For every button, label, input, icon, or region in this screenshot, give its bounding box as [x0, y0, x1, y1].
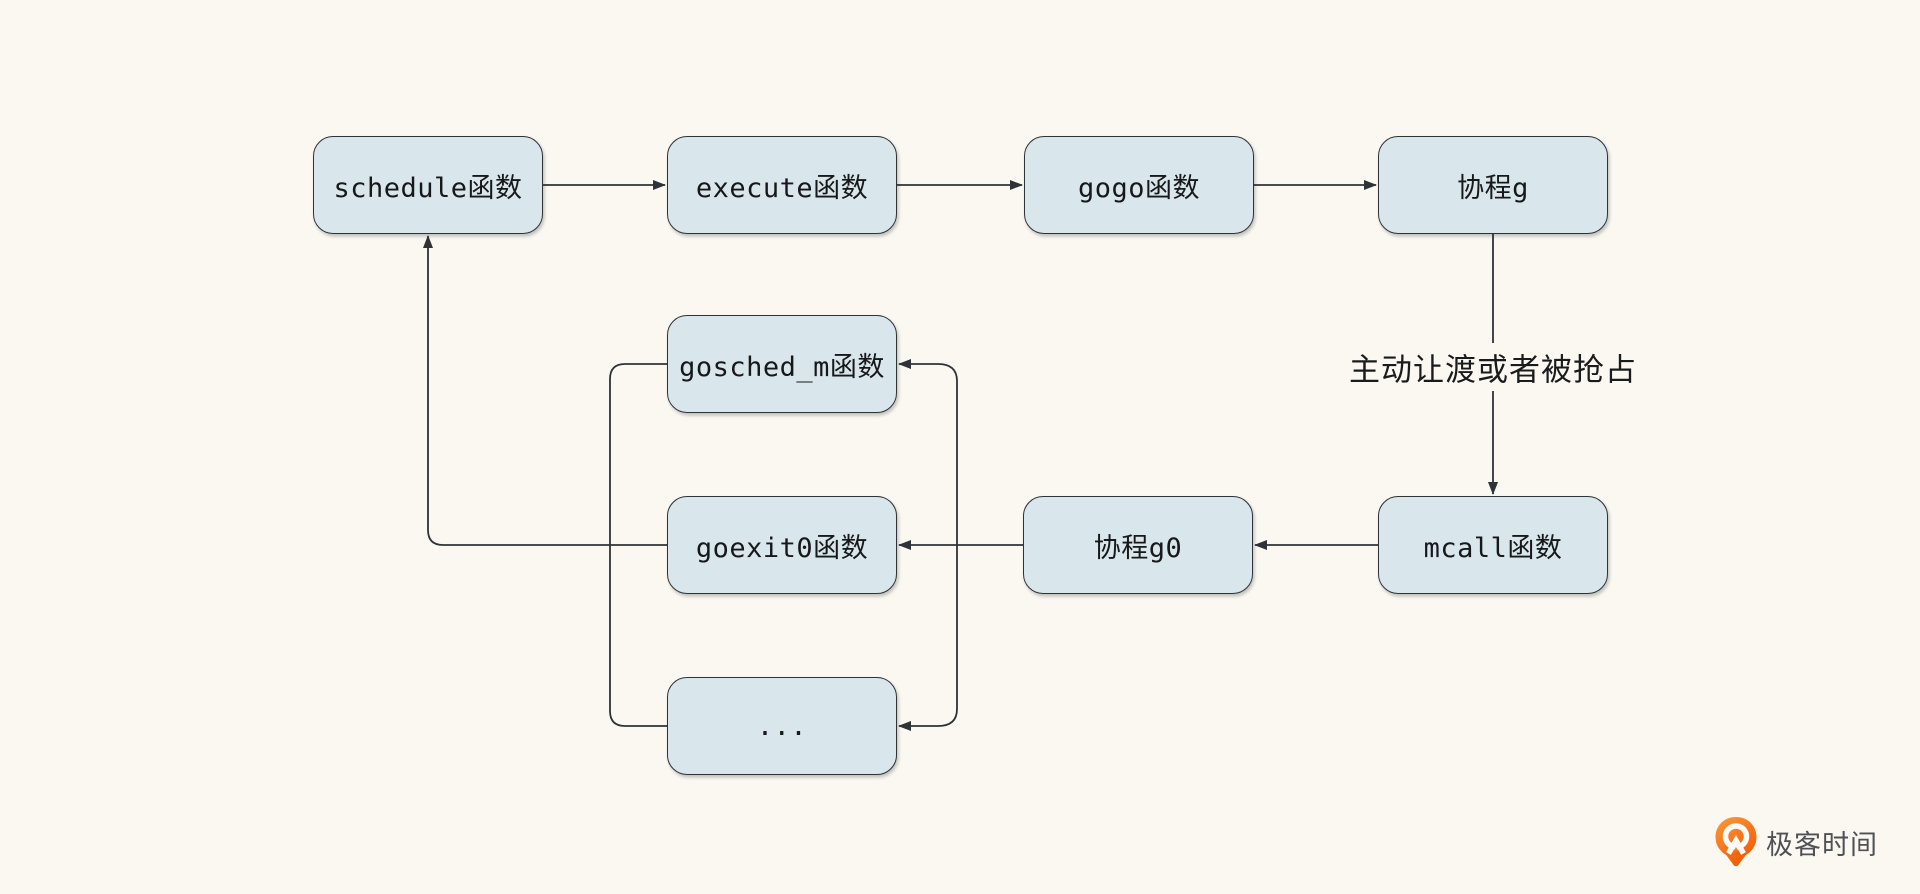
node-execute: execute函数: [667, 136, 897, 234]
node-goroutine-g: 协程g: [1378, 136, 1608, 234]
edge-left-bracket: [609, 363, 667, 727]
node-mcall: mcall函数: [1378, 496, 1608, 594]
brand-name: 极客时间: [1766, 829, 1878, 861]
node-ellipsis: ...: [667, 677, 897, 775]
geektime-pin-icon: [1714, 816, 1758, 868]
node-gosched-m: gosched_m函数: [667, 315, 897, 413]
node-schedule: schedule函数: [313, 136, 543, 234]
edge-goexit0-schedule: [423, 235, 667, 546]
edge-label-yield-or-preempt: 主动让渡或者被抢占: [1349, 352, 1637, 389]
node-goroutine-g0: 协程g0: [1023, 496, 1253, 594]
edge-right-bracket: [937, 363, 958, 727]
node-goexit0: goexit0函数: [667, 496, 897, 594]
node-gogo: gogo函数: [1024, 136, 1254, 234]
brand-logo: 极客时间: [1714, 815, 1878, 869]
